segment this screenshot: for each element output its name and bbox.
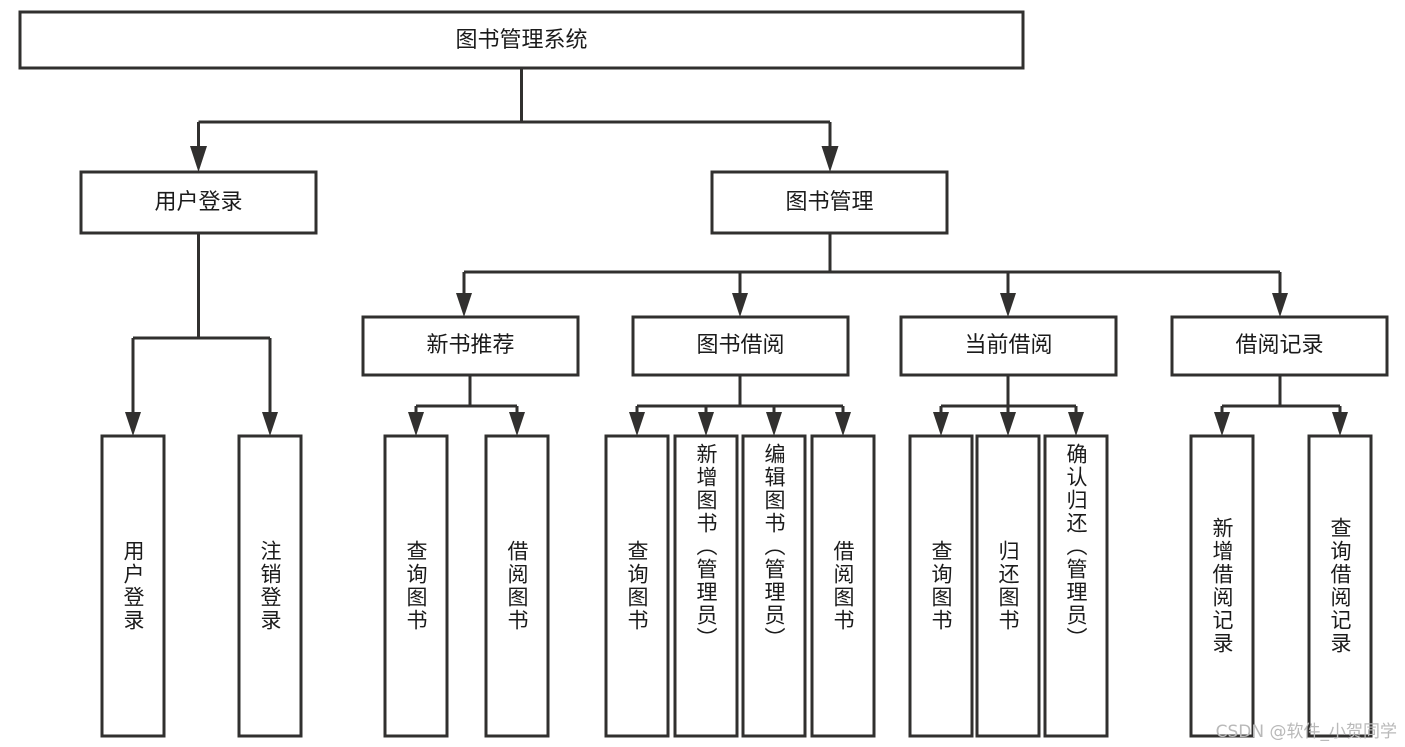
leaf-book-borrow-4[interactable]: 借阅图书 [810,434,876,738]
node-borrow-record-label: 借阅记录 [1235,333,1323,358]
arrow-head-leaf-currentborrow-2 [1000,412,1016,436]
connector-userlogin-to-leaves [125,233,278,436]
node-user-login-label: 用户登录 [154,190,242,215]
leaf-current-borrow-3-box[interactable] [1043,434,1109,738]
arrow-head-book-borrow [732,293,748,317]
leaf-book-borrow-1[interactable]: 查询图书 [604,434,670,738]
node-root-box[interactable] [18,10,1025,70]
arrow-head-leaf-currentborrow-1 [933,412,949,436]
node-book-borrow-box[interactable] [631,315,850,377]
leaf-current-borrow-1-box[interactable] [908,434,974,738]
node-current-borrow[interactable]: 当前借阅 [899,315,1118,377]
leaf-new-book-1[interactable]: 查询图书 [383,434,449,738]
leaf-book-borrow-3-box[interactable] [741,434,807,738]
connector-bookborrow-to-leaves [629,375,851,436]
connector-bookmgmt-to-level3 [456,233,1288,317]
arrow-head-leaf-borrowrecord-2 [1332,412,1348,436]
leaf-book-borrow-2[interactable]: 新增图书（管理员） [673,434,739,738]
connector-newbook-to-leaves [408,375,525,436]
leaf-book-borrow-3[interactable]: 编辑图书（管理员） [741,434,807,738]
leaf-borrow-record-2[interactable]: 查询借阅记录 [1307,434,1373,738]
leaf-current-borrow-1[interactable]: 查询图书 [908,434,974,738]
node-book-management-label: 图书管理 [785,190,873,215]
leaf-book-borrow-1-label: 查询图书 [625,540,649,632]
arrow-head-leaf-user-login-1 [125,412,141,436]
leaf-new-book-1-label: 查询图书 [404,540,428,632]
leaf-user-login-2-box[interactable] [237,434,303,738]
connector-currentborrow-to-leaves [933,375,1084,436]
node-user-login-box[interactable] [79,170,318,235]
leaf-book-borrow-4-box[interactable] [810,434,876,738]
leaf-borrow-record-2-box[interactable] [1307,434,1373,738]
node-root[interactable]: 图书管理系统 [18,10,1025,70]
leaf-borrow-record-1-box[interactable] [1189,434,1255,738]
leaf-book-borrow-1-box[interactable] [604,434,670,738]
node-borrow-record-box[interactable] [1170,315,1389,377]
leaf-current-borrow-2[interactable]: 归还图书 [975,434,1041,738]
connector-borrowrecord-to-leaves [1214,375,1348,436]
leaf-book-borrow-4-label: 借阅图书 [831,540,855,632]
node-book-borrow[interactable]: 图书借阅 [631,315,850,377]
leaf-user-login-2-label: 注销登录 [258,540,282,632]
leaf-user-login-1-box[interactable] [100,434,166,738]
leaf-borrow-record-1-label: 新增借阅记录 [1210,517,1234,655]
arrow-head-leaf-bookborrow-3 [766,412,782,436]
leaf-current-borrow-2-label: 归还图书 [996,540,1020,632]
arrow-head-new-book [456,293,472,317]
leaf-book-borrow-2-label: 新增图书（管理员） [694,443,718,650]
arrow-head-user-login [190,146,207,172]
leaf-user-login-1[interactable]: 用户登录 [100,434,166,738]
arrow-head-leaf-newbook-2 [509,412,525,436]
leaf-new-book-2-label: 借阅图书 [505,540,529,632]
arrow-head-leaf-newbook-1 [408,412,424,436]
node-current-borrow-box[interactable] [899,315,1118,377]
arrow-head-leaf-bookborrow-2 [698,412,714,436]
leaf-current-borrow-2-box[interactable] [975,434,1041,738]
csdn-watermark: CSDN @软件_小贺同学 [1215,722,1397,742]
leaf-current-borrow-3-label: 确认归还（管理员） [1064,443,1088,650]
leaf-current-borrow-1-label: 查询图书 [929,540,953,632]
arrow-head-book-mgmt [821,146,839,172]
leaf-new-book-2[interactable]: 借阅图书 [484,434,550,738]
node-book-management[interactable]: 图书管理 [710,170,949,235]
arrow-head-leaf-bookborrow-1 [629,412,645,436]
arrow-head-borrow-record [1272,293,1288,317]
node-borrow-record[interactable]: 借阅记录 [1170,315,1389,377]
leaf-user-login-2[interactable]: 注销登录 [237,434,303,738]
arrow-head-current-borrow [1000,293,1016,317]
node-book-borrow-label: 图书借阅 [696,333,784,358]
node-book-management-box[interactable] [710,170,949,235]
node-new-book-recommend[interactable]: 新书推荐 [361,315,580,377]
leaf-borrow-record-1[interactable]: 新增借阅记录 [1189,434,1255,738]
leaf-current-borrow-3[interactable]: 确认归还（管理员） [1043,434,1109,738]
leaf-new-book-2-box[interactable] [484,434,550,738]
arrow-head-leaf-user-login-2 [262,412,278,436]
connector-root-to-level2 [190,68,839,172]
node-new-book-recommend-label: 新书推荐 [426,333,514,358]
node-user-login[interactable]: 用户登录 [79,170,318,235]
leaf-book-borrow-2-box[interactable] [673,434,739,738]
leaf-new-book-1-box[interactable] [383,434,449,738]
arrow-head-leaf-currentborrow-3 [1068,412,1084,436]
leaf-user-login-1-label: 用户登录 [121,540,145,632]
leaf-borrow-record-2-label: 查询借阅记录 [1328,517,1352,655]
leaf-book-borrow-3-label: 编辑图书（管理员） [762,443,786,650]
arrow-head-leaf-borrowrecord-1 [1214,412,1230,436]
arrow-head-leaf-bookborrow-4 [835,412,851,436]
node-new-book-recommend-box[interactable] [361,315,580,377]
node-current-borrow-label: 当前借阅 [964,333,1052,358]
node-root-label: 图书管理系统 [455,28,587,53]
